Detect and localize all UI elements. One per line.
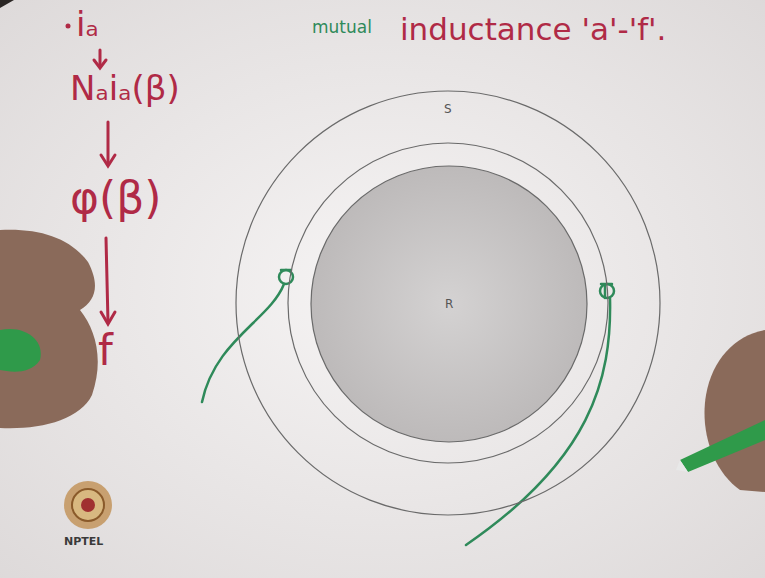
winding-symbol: f xyxy=(98,328,113,374)
watermark: NPTEL xyxy=(64,536,103,548)
mmf-expression: Nₐiₐ(β) xyxy=(70,70,180,107)
part-letter: S xyxy=(444,102,452,116)
rotor-disc: R xyxy=(310,165,588,443)
flux-expression: φ(β) xyxy=(70,174,161,222)
current-symbol: iₐ xyxy=(76,6,99,43)
stator-ring: SR xyxy=(235,90,661,516)
heading-note: inductance 'a'-'f'. xyxy=(400,12,666,46)
part-letter: R xyxy=(445,297,453,311)
note-word: mutual xyxy=(312,18,372,37)
